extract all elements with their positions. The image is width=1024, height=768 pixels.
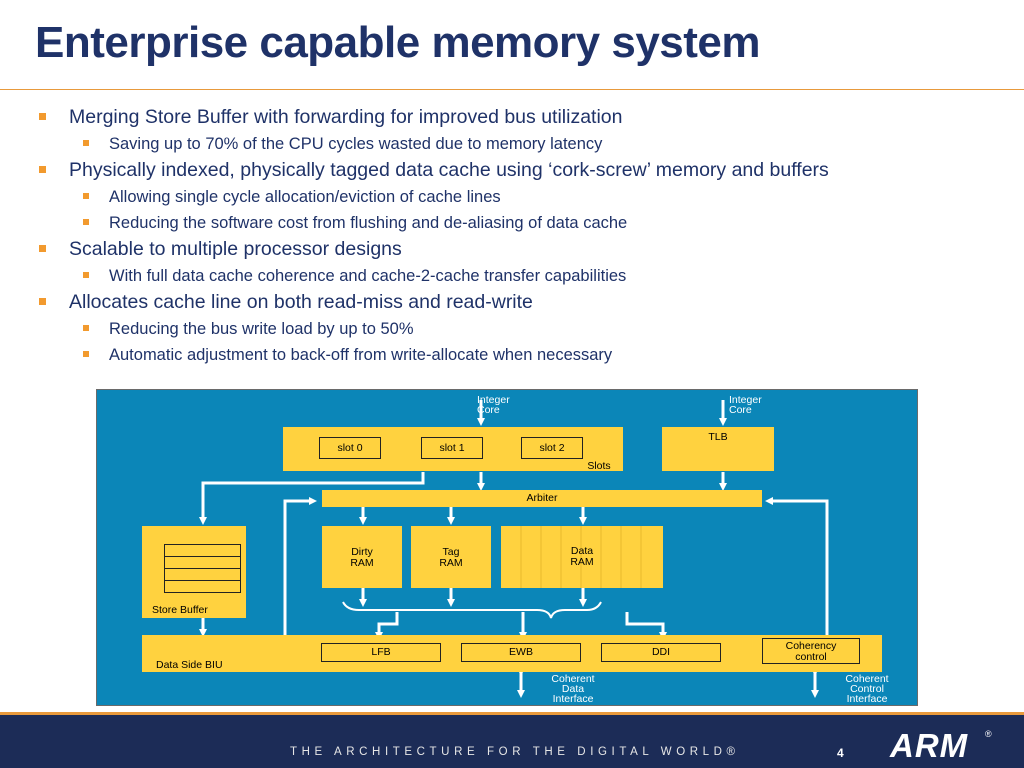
footer-bar: THE ARCHITECTURE FOR THE DIGITAL WORLD® …	[0, 712, 1024, 768]
sub-bullet-2-2-text: Reducing the software cost from flushing…	[109, 214, 628, 232]
sub-bullet-1-1-text: Saving up to 70% of the CPU cycles waste…	[109, 135, 603, 153]
bullet-marker-icon	[39, 166, 46, 173]
arm-logo-registered-mark: ®	[985, 729, 992, 739]
ewb-block: EWB	[461, 643, 581, 662]
coherency-to-arbiter-arrow	[765, 497, 829, 636]
bullet-2-text: Physically indexed, physically tagged da…	[69, 159, 829, 181]
sub-bullet-2-2: Reducing the software cost from flushing…	[36, 210, 1016, 236]
bullet-1: Merging Store Buffer with forwarding for…	[36, 104, 1016, 131]
tag-ram-block: Tag RAM	[411, 526, 491, 588]
slide-title: Enterprise capable memory system	[35, 18, 761, 67]
arm-logo: ARM	[890, 727, 969, 764]
sub-bullet-1-1: Saving up to 70% of the CPU cycles waste…	[36, 131, 1016, 157]
coherency-control-block: Coherency control	[762, 638, 860, 664]
sub-bullet-4-1-text: Reducing the bus write load by up to 50%	[109, 320, 414, 338]
ram-brace	[342, 601, 602, 619]
data-ram-block: Data RAM	[501, 526, 663, 588]
bullet-marker-icon	[39, 245, 46, 252]
data-ram-label: Data RAM	[570, 545, 594, 568]
bullet-4-text: Allocates cache line on both read-miss a…	[69, 291, 533, 313]
sub-bullet-4-2-text: Automatic adjustment to back-off from wr…	[109, 346, 613, 364]
diagram-connections	[199, 400, 829, 698]
memory-system-diagram: Integer Core Integer Core slot 0 slot 1 …	[96, 389, 918, 706]
slots-label: Slots	[587, 460, 611, 472]
lfb-to-arbiter-arrow	[283, 497, 321, 653]
brace-to-lfb-arrow	[375, 612, 399, 640]
bullet-2: Physically indexed, physically tagged da…	[36, 157, 1016, 184]
bullet-marker-icon	[39, 298, 46, 305]
bullet-marker-icon	[83, 272, 89, 278]
slot-2: slot 2	[521, 437, 583, 459]
store-buffer-block: Store Buffer	[142, 526, 246, 618]
bullet-marker-icon	[39, 113, 46, 120]
sub-bullet-4-1: Reducing the bus write load by up to 50%	[36, 316, 1016, 342]
slot-0: slot 0	[319, 437, 381, 459]
integer-core-label-2: Integer Core	[729, 394, 762, 416]
sub-bullet-4-2: Automatic adjustment to back-off from wr…	[36, 342, 1016, 368]
brace-to-ddi-arrow	[625, 612, 667, 640]
sub-bullet-3-1: With full data cache coherence and cache…	[36, 263, 1016, 289]
page-number: 4	[837, 746, 844, 760]
title-divider	[0, 89, 1024, 90]
ddi-block: DDI	[601, 643, 721, 662]
coherent-control-interface-label: Coherent Control Interface	[845, 673, 889, 705]
slot-1: slot 1	[421, 437, 483, 459]
dirty-ram-block: Dirty RAM	[322, 526, 402, 588]
lfb-block: LFB	[321, 643, 441, 662]
bullet-list: Merging Store Buffer with forwarding for…	[36, 104, 1016, 368]
sub-bullet-2-1-text: Allowing single cycle allocation/evictio…	[109, 188, 501, 206]
bullet-marker-icon	[83, 219, 89, 225]
tlb-block: TLB	[662, 427, 774, 471]
footer-tagline: THE ARCHITECTURE FOR THE DIGITAL WORLD®	[290, 746, 740, 758]
store-buffer-entries	[164, 544, 241, 593]
arbiter-block: Arbiter	[322, 490, 762, 507]
integer-core-label-1: Integer Core	[477, 394, 510, 416]
bullet-1-text: Merging Store Buffer with forwarding for…	[69, 106, 623, 128]
slots-to-store-buffer-arrow	[199, 472, 425, 525]
bullet-3: Scalable to multiple processor designs	[36, 236, 1016, 263]
bullet-marker-icon	[83, 325, 89, 331]
sub-bullet-2-1: Allowing single cycle allocation/evictio…	[36, 184, 1016, 210]
bullet-3-text: Scalable to multiple processor designs	[69, 238, 402, 260]
bullet-marker-icon	[83, 351, 89, 357]
data-ram-grid	[520, 526, 642, 588]
sub-bullet-3-1-text: With full data cache coherence and cache…	[109, 267, 627, 285]
store-buffer-label: Store Buffer	[152, 604, 208, 616]
bullet-marker-icon	[83, 193, 89, 199]
bullet-marker-icon	[83, 140, 89, 146]
bullet-4: Allocates cache line on both read-miss a…	[36, 289, 1016, 316]
coherent-data-interface-label: Coherent Data Interface	[551, 673, 595, 705]
data-side-biu-label: Data Side BIU	[156, 659, 223, 671]
